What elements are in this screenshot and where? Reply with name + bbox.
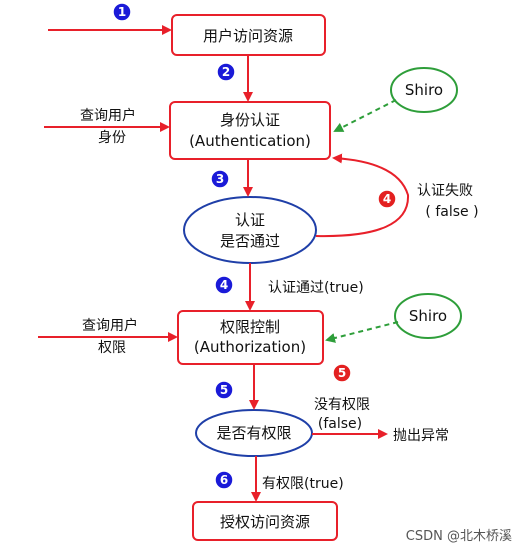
- shiro-top-label: Shiro: [405, 81, 443, 99]
- authorization-box: [177, 310, 324, 365]
- step-badge-4-red: 4: [377, 189, 397, 209]
- shiro-top-ellipse: [390, 67, 458, 113]
- authentication-label-1: 身份认证: [220, 111, 280, 129]
- perm-check-label: 是否有权限: [216, 424, 291, 442]
- step-badge-4-blue-label: 4: [220, 278, 228, 292]
- authorization-label-2: (Authorization): [194, 338, 306, 356]
- auth-fail-label-1: 认证失败: [417, 183, 473, 199]
- authentication-label-2: (Authentication): [189, 132, 311, 150]
- arrow-shiro-to-authn: [333, 99, 397, 132]
- watermark: CSDN @北木桥溪: [406, 529, 512, 544]
- has-perm-label: 有权限(true): [262, 476, 344, 492]
- step-badge-4-blue: 4: [214, 275, 234, 295]
- step-badge-3: 3: [210, 169, 230, 189]
- authentication-box: [169, 101, 331, 160]
- step-badge-1-label: 1: [118, 5, 126, 19]
- auth-fail-label-2: ( false ): [425, 204, 478, 220]
- step-badge-5-blue-label: 5: [220, 383, 228, 397]
- step-badge-5-red-label: 5: [338, 366, 346, 380]
- throw-exception-label: 抛出异常: [393, 428, 449, 444]
- step-badge-2: 2: [216, 62, 236, 82]
- step-badge-6: 6: [214, 470, 234, 490]
- step-badge-1: 1: [112, 2, 132, 22]
- step-badge-6-label: 6: [220, 473, 228, 487]
- arrow-shiro-to-authz: [325, 321, 399, 343]
- shiro-bottom-ellipse: [394, 293, 462, 339]
- auth-check-ellipse: [183, 196, 317, 264]
- step-badge-5-red: 5: [332, 363, 352, 383]
- query-identity-label-2: 身份: [98, 130, 126, 146]
- step-badge-3-label: 3: [216, 172, 224, 186]
- query-perm-label-2: 权限: [98, 340, 126, 356]
- query-perm-label-1: 查询用户: [82, 317, 138, 334]
- auth-check-label-2: 是否通过: [220, 232, 280, 250]
- auth-pass-label: 认证通过(true): [268, 280, 364, 296]
- step-badge-5-blue: 5: [214, 380, 234, 400]
- authorization-label-1: 权限控制: [220, 318, 280, 336]
- query-identity-label-1: 查询用户: [80, 107, 136, 124]
- no-perm-label-1: 没有权限: [314, 397, 370, 413]
- no-perm-label-2: (false): [318, 416, 362, 432]
- access-resource-label: 用户访问资源: [203, 27, 293, 45]
- step-badge-4-red-label: 4: [383, 192, 391, 206]
- shiro-bottom-label: Shiro: [409, 307, 447, 325]
- grant-access-box: [192, 501, 338, 541]
- auth-check-label-1: 认证: [235, 211, 265, 229]
- arrow-auth-fail-loop: [315, 153, 410, 238]
- grant-access-label: 授权访问资源: [220, 513, 310, 531]
- step-badge-2-label: 2: [222, 65, 230, 79]
